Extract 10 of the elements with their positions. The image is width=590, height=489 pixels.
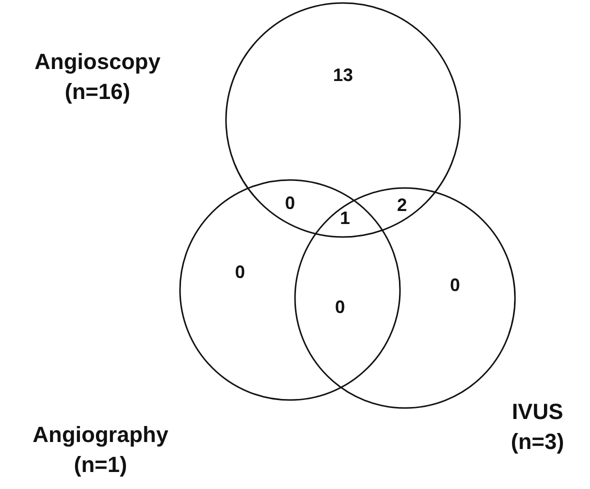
set-label: Angioscopy (n=16) xyxy=(34,48,162,106)
set-label: IVUS (n=3) xyxy=(510,398,566,456)
region-count: 13 xyxy=(332,65,354,85)
set-label: Angiography (n=1) xyxy=(32,421,170,479)
region-count: 1 xyxy=(340,208,350,228)
region-count: 0 xyxy=(335,297,345,317)
region-count: 0 xyxy=(285,193,295,213)
region-count: 0 xyxy=(450,275,460,295)
region-count: 2 xyxy=(397,195,407,215)
region-count: 0 xyxy=(235,262,245,282)
